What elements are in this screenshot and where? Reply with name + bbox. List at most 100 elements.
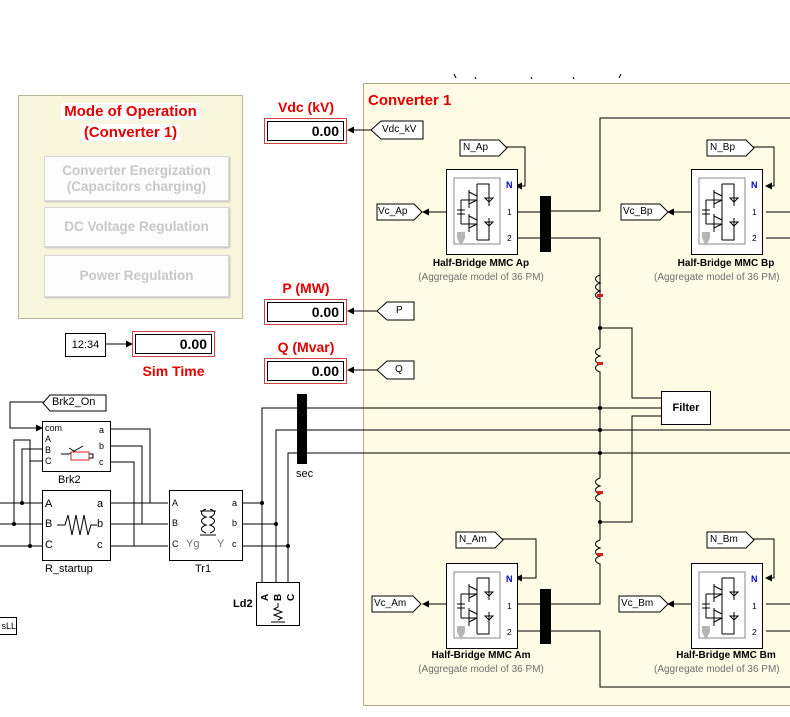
resistor-icon xyxy=(57,514,97,536)
converter-title: Converter 1 xyxy=(368,92,452,109)
brk2-name: Brk2 xyxy=(58,474,81,486)
brk2-goto-label: Brk2_On xyxy=(52,396,96,408)
n-ap-goto-label: N_Ap xyxy=(463,142,489,153)
tr1-port-out-a: a xyxy=(232,498,238,508)
clock-block[interactable]: 12:34 xyxy=(65,333,106,357)
mmc-ap-block[interactable]: N 1 2 xyxy=(446,169,518,255)
capacitors-charging-label: (Capacitors charging) xyxy=(66,178,207,194)
mmc-ap-sub: (Aggregate model of 36 PM) xyxy=(418,272,544,283)
vc-am-goto-label: Vc_Am xyxy=(374,598,407,609)
port-n-label: N xyxy=(751,574,758,584)
p-from-tag-label: P xyxy=(396,305,403,316)
port-2-label: 2 xyxy=(507,627,512,637)
brk2-port-out-a: a xyxy=(99,425,105,435)
breaker-icon xyxy=(61,445,94,461)
brk2-port-out-c: c xyxy=(99,457,104,467)
port-2-label: 2 xyxy=(752,627,757,637)
port-2-label: 2 xyxy=(507,233,512,243)
vdc-from-tag[interactable] xyxy=(370,120,426,140)
tr1-port-c: C xyxy=(172,539,179,549)
load-icon xyxy=(271,603,285,623)
ld2-block[interactable]: A B C xyxy=(256,582,300,626)
edge-goto-tag-label: sLL xyxy=(1,621,16,631)
n-bm-goto-tag[interactable] xyxy=(706,531,756,549)
mmc-am-block[interactable]: N 1 2 xyxy=(446,563,518,649)
port-1-label: 1 xyxy=(507,601,512,611)
sim-time-label: Sim Time xyxy=(142,363,205,379)
port-n-label: N xyxy=(506,180,513,190)
mmc-am-name: Half-Bridge MMC Am xyxy=(431,650,531,661)
tr1-yg-label: Yg xyxy=(186,538,200,550)
port-n-label: N xyxy=(751,180,758,190)
vc-bp-goto-label: Vc_Bp xyxy=(623,206,653,217)
brk2-port-c: C xyxy=(45,456,52,466)
filter-block[interactable]: Filter xyxy=(661,391,711,425)
half-bridge-icon xyxy=(453,177,501,246)
r-port-c: C xyxy=(45,539,53,551)
converter-energization-label: Converter Energization xyxy=(62,162,211,178)
tr1-port-out-b: b xyxy=(232,518,238,528)
r-port-out-c: c xyxy=(97,539,103,551)
p-display[interactable]: 0.00 xyxy=(267,302,344,322)
edge-goto-tag[interactable]: sLL xyxy=(0,617,17,635)
vc-ap-goto-label: Vc_Ap xyxy=(378,206,408,217)
filter-label: Filter xyxy=(672,402,700,414)
brk2-block[interactable]: com A B C a b c xyxy=(42,421,111,472)
sim-time-display[interactable]: 0.00 xyxy=(135,334,212,354)
tr1-y-label: Y xyxy=(217,538,225,550)
r-port-b: B xyxy=(45,518,53,530)
p-from-tag[interactable] xyxy=(376,301,416,321)
r-port-out-b: b xyxy=(97,518,104,530)
mmc-ap-name: Half-Bridge MMC Ap xyxy=(432,258,530,269)
n-am-goto-label: N_Am xyxy=(459,534,487,545)
vc-bm-goto-tag[interactable] xyxy=(618,595,670,613)
brk2-goto-tag[interactable] xyxy=(42,394,108,412)
vc-ap-goto-tag[interactable] xyxy=(376,203,424,221)
r-startup-block[interactable]: A B C a b c xyxy=(42,490,111,561)
mmc-bp-name: Half-Bridge MMC Bp xyxy=(677,258,775,269)
bus-sec-label: sec xyxy=(296,468,314,480)
tr1-name: Tr1 xyxy=(195,563,212,575)
port-1-label: 1 xyxy=(752,601,757,611)
mode-of-operation-panel: Mode of Operation (Converter 1) Converte… xyxy=(18,95,243,319)
power-regulation-label: Power Regulation xyxy=(79,268,194,283)
port-1-label: 1 xyxy=(752,207,757,217)
r-startup-name: R_startup xyxy=(45,563,93,575)
mmc-bp-sub: (Aggregate model of 36 PM) xyxy=(654,272,780,283)
q-from-tag-label: Q xyxy=(395,364,403,375)
n-am-goto-tag[interactable] xyxy=(455,531,505,549)
mode-title-line1: Mode of Operation xyxy=(19,101,242,122)
n-bp-goto-tag[interactable] xyxy=(706,139,756,157)
mmc-bp-block[interactable]: N 1 2 xyxy=(691,169,763,255)
n-bm-goto-label: N_Bm xyxy=(710,534,738,545)
transformer-icon xyxy=(200,508,216,536)
mmc-bm-name: Half-Bridge MMC Bm xyxy=(676,650,776,661)
r-port-a: A xyxy=(45,498,53,510)
q-label: Q (Mvar) xyxy=(277,339,335,355)
tr1-block[interactable]: A B C a b c Yg Y xyxy=(169,490,243,561)
p-label: P (MW) xyxy=(282,280,330,296)
dc-voltage-regulation-button[interactable]: DC Voltage Regulation xyxy=(44,207,229,247)
n-ap-goto-tag[interactable] xyxy=(459,139,509,157)
port-n-label: N xyxy=(506,574,513,584)
mmc-bm-sub: (Aggregate model of 36 PM) xyxy=(654,664,780,675)
q-display[interactable]: 0.00 xyxy=(267,361,344,381)
mode-title-line2: (Converter 1) xyxy=(19,122,242,143)
mmc-bm-block[interactable]: N 1 2 xyxy=(691,563,763,649)
power-regulation-button[interactable]: Power Regulation xyxy=(44,255,229,297)
brk2-port-a: A xyxy=(45,434,52,444)
brk2-port-com: com xyxy=(45,423,63,433)
vdc-display[interactable]: 0.00 xyxy=(267,121,344,141)
tr1-port-b: B xyxy=(172,518,179,528)
brk2-port-out-b: b xyxy=(99,441,105,451)
vc-bp-goto-tag[interactable] xyxy=(620,203,670,221)
half-bridge-icon xyxy=(698,177,746,246)
vc-am-goto-tag[interactable] xyxy=(371,595,423,613)
n-bp-goto-label: N_Bp xyxy=(710,142,736,153)
mmc-am-sub: (Aggregate model of 36 PM) xyxy=(418,664,544,675)
half-bridge-icon xyxy=(698,571,746,640)
q-from-tag[interactable] xyxy=(376,360,416,380)
dc-voltage-regulation-label: DC Voltage Regulation xyxy=(64,219,209,234)
converter-energization-button[interactable]: Converter Energization (Capacitors charg… xyxy=(44,156,229,201)
